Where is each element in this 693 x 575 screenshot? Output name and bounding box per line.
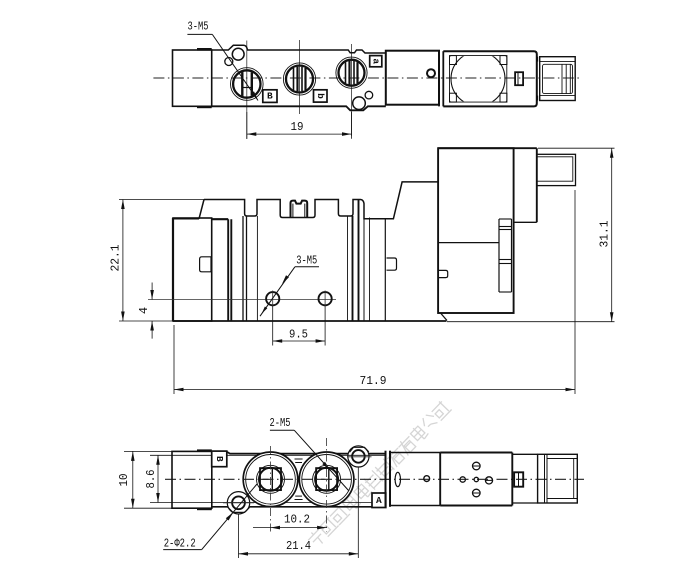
svg-text:9.5: 9.5: [289, 328, 308, 342]
svg-text:b: b: [315, 93, 326, 99]
svg-text:3-M5: 3-M5: [188, 21, 209, 34]
svg-text:3-M5: 3-M5: [296, 255, 317, 268]
svg-text:71.9: 71.9: [360, 374, 387, 388]
svg-text:4: 4: [137, 307, 151, 314]
svg-text:A: A: [376, 495, 382, 506]
svg-text:2-Φ2.2: 2-Φ2.2: [164, 537, 196, 550]
svg-text:B: B: [214, 456, 225, 462]
svg-text:2-M5: 2-M5: [270, 417, 291, 430]
svg-text:8.6: 8.6: [144, 470, 158, 489]
svg-text:21.4: 21.4: [286, 539, 311, 553]
svg-text:B: B: [267, 91, 273, 102]
svg-text:a: a: [370, 58, 381, 64]
svg-text:10.2: 10.2: [284, 513, 310, 527]
svg-text:10: 10: [117, 474, 131, 487]
svg-text:22.1: 22.1: [108, 245, 122, 272]
svg-text:19: 19: [291, 120, 304, 134]
svg-text:31.1: 31.1: [598, 221, 612, 248]
